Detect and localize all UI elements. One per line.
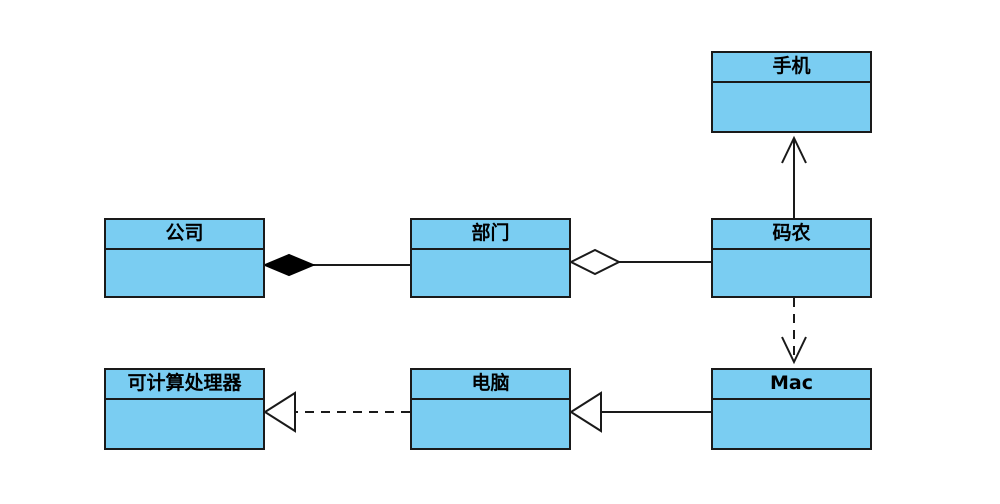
class-box-coder[interactable]: 码农 <box>711 218 872 298</box>
edge-coder-phone[interactable] <box>781 135 807 218</box>
edge-company-department[interactable] <box>262 253 410 277</box>
class-box-mac[interactable]: Mac <box>711 368 872 450</box>
edge-department-coder[interactable] <box>568 248 711 276</box>
edge-coder-mac[interactable] <box>781 298 807 365</box>
generalization-triangle-marker <box>569 391 602 433</box>
class-attributes-mac <box>713 400 870 448</box>
class-box-company[interactable]: 公司 <box>104 218 265 298</box>
aggregation-diamond-marker <box>568 248 622 276</box>
class-box-phone[interactable]: 手机 <box>711 51 872 133</box>
association-open-arrow-marker <box>781 135 807 164</box>
class-name-computer: 电脑 <box>412 370 569 400</box>
realization-triangle-marker <box>263 391 296 433</box>
class-box-computer[interactable]: 电脑 <box>410 368 571 450</box>
class-name-phone: 手机 <box>713 53 870 83</box>
class-name-coder: 码农 <box>713 220 870 250</box>
class-attributes-coder <box>713 250 870 296</box>
class-name-department: 部门 <box>412 220 569 250</box>
dependency-open-arrow-marker <box>781 336 807 365</box>
composition-diamond-marker <box>262 253 316 277</box>
edge-mac-computer[interactable] <box>569 391 711 433</box>
class-attributes-department <box>412 250 569 296</box>
class-name-processor: 可计算处理器 <box>106 370 263 400</box>
class-attributes-company <box>106 250 263 296</box>
edge-computer-processor[interactable] <box>263 391 410 433</box>
class-box-department[interactable]: 部门 <box>410 218 571 298</box>
class-box-processor[interactable]: 可计算处理器 <box>104 368 265 450</box>
class-attributes-processor <box>106 400 263 448</box>
class-attributes-phone <box>713 83 870 131</box>
class-name-company: 公司 <box>106 220 263 250</box>
class-name-mac: Mac <box>713 370 870 400</box>
class-attributes-computer <box>412 400 569 448</box>
